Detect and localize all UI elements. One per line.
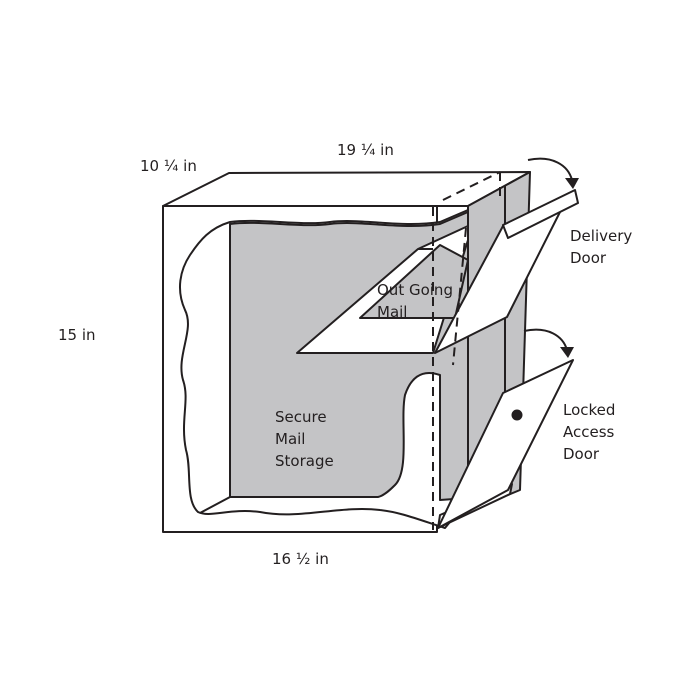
label-line: Door	[570, 249, 607, 267]
depth-dimension: 10 ¼ in	[140, 157, 197, 175]
label-line: Access	[563, 423, 615, 441]
lock-keyhole-icon	[511, 409, 523, 421]
height-dimension: 15 in	[58, 326, 96, 344]
box-top-face	[162, 171, 531, 207]
label-line: Secure	[275, 408, 327, 426]
secure-storage-label: Secure Mail Storage	[275, 406, 334, 472]
label-line: Locked	[563, 401, 616, 419]
outgoing-mail-label: Out Going Mail	[377, 279, 453, 323]
label-line: Mail	[275, 430, 306, 448]
label-line: Storage	[275, 452, 334, 470]
delivery-door-label: Delivery Door	[570, 225, 632, 269]
locked-door-label: Locked Access Door	[563, 399, 615, 465]
top-width-dimension: 19 ¼ in	[337, 141, 394, 159]
label-line: Out Going	[377, 281, 453, 299]
label-line: Mail	[377, 303, 408, 321]
bottom-width-dimension: 16 ½ in	[272, 550, 329, 568]
hidden-lines	[432, 171, 501, 530]
locked-access-door[interactable]	[437, 359, 574, 529]
access-door-arrow-icon	[523, 328, 568, 351]
label-line: Door	[563, 445, 600, 463]
label-line: Delivery	[570, 227, 633, 245]
delivery-door-arrow-icon	[527, 157, 573, 181]
delivery-door-handle[interactable]	[502, 189, 579, 239]
